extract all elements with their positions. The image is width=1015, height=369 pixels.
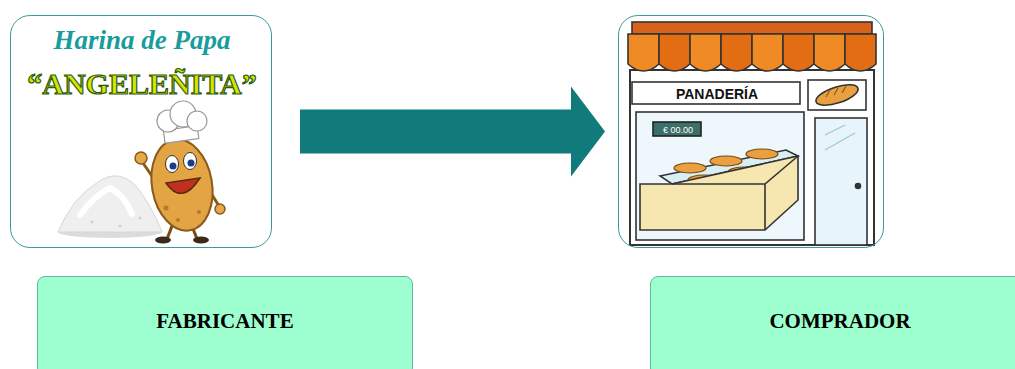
flour-pile-part — [91, 221, 94, 224]
potato-chef-part — [184, 153, 197, 170]
bakery-shop-part — [632, 22, 872, 34]
brand-logo-box: Harina de Papa “ANGELEÑITA” — [10, 15, 272, 248]
bakery-shop-part — [710, 156, 742, 166]
shop-sign: PANADERÍA — [676, 86, 758, 102]
brand-name: “ANGELEÑITA” — [27, 67, 256, 101]
potato-chef-part — [135, 152, 147, 164]
potato-chef-part — [144, 134, 219, 235]
potato-chef-part — [166, 178, 200, 193]
role-label: COMPRADOR — [769, 309, 910, 334]
text-holder: FABRICANTE — [38, 277, 412, 334]
bakery-shop-part — [659, 34, 690, 71]
bakery-shop-part — [630, 70, 874, 245]
bakery-shop-part — [746, 149, 778, 159]
potato-chef-part — [166, 156, 179, 173]
price-tag: € 00.00 — [663, 125, 693, 135]
bakery-shop-part — [653, 122, 701, 136]
flour-pile-part — [58, 176, 162, 232]
bakery-shop-part — [783, 34, 814, 71]
bakery-shop-part — [825, 125, 855, 150]
bakery-shop-part — [632, 82, 800, 104]
bakery-shop-part — [845, 34, 876, 71]
potato-chef-part — [164, 206, 169, 211]
potato-chef-part — [167, 226, 172, 239]
potato-chef-part — [187, 111, 207, 131]
bakery-shop-part — [721, 34, 752, 71]
bakery-shop-part — [672, 156, 798, 230]
potato-chef — [135, 101, 225, 244]
text-holder: COMPRADOR — [651, 277, 1015, 334]
role-label: FABRICANTE — [156, 309, 293, 334]
bakery-shop-part — [814, 81, 861, 110]
bakery-shop-part — [690, 34, 721, 71]
potato-chef-part — [197, 210, 201, 214]
text-holder: Harina de Papa — [11, 20, 273, 60]
bakery-shop-part — [636, 112, 804, 240]
potato-chef-part — [170, 163, 177, 170]
bakery-shop-part — [640, 156, 798, 230]
text-holder: PANADERÍA — [633, 83, 801, 105]
bakery-shop-part — [814, 34, 845, 71]
role-box: COMPRADOR — [650, 276, 1015, 369]
bakery-shop — [628, 22, 876, 245]
potato-chef-part — [176, 218, 180, 222]
bakery-box: PANADERÍA € 00.00 — [618, 15, 884, 248]
flour-pile-part — [80, 188, 132, 215]
potato-chef-part — [215, 204, 225, 214]
brand-line: Harina de Papa — [53, 25, 230, 56]
potato-chef-part — [188, 160, 195, 167]
flour-pile-part — [139, 217, 142, 220]
bakery-shop-part — [808, 80, 866, 110]
bakery-shop-part — [628, 34, 659, 71]
potato-chef-part — [155, 237, 171, 244]
potato-chef-part — [193, 237, 209, 244]
flour-pile — [58, 176, 162, 238]
bakery-shop-part — [826, 86, 846, 97]
bakery-shop-part — [815, 118, 867, 245]
bakery-shop-part — [856, 184, 861, 189]
text-holder: € 00.00 — [654, 123, 702, 137]
flour-pile-part — [119, 225, 122, 228]
bakery-shop-part — [674, 163, 706, 173]
role-box: FABRICANTE — [37, 276, 413, 369]
flow-arrow — [300, 87, 605, 177]
bakery-shop-part — [752, 34, 783, 71]
text-holder: “ANGELEÑITA” — [11, 62, 273, 106]
